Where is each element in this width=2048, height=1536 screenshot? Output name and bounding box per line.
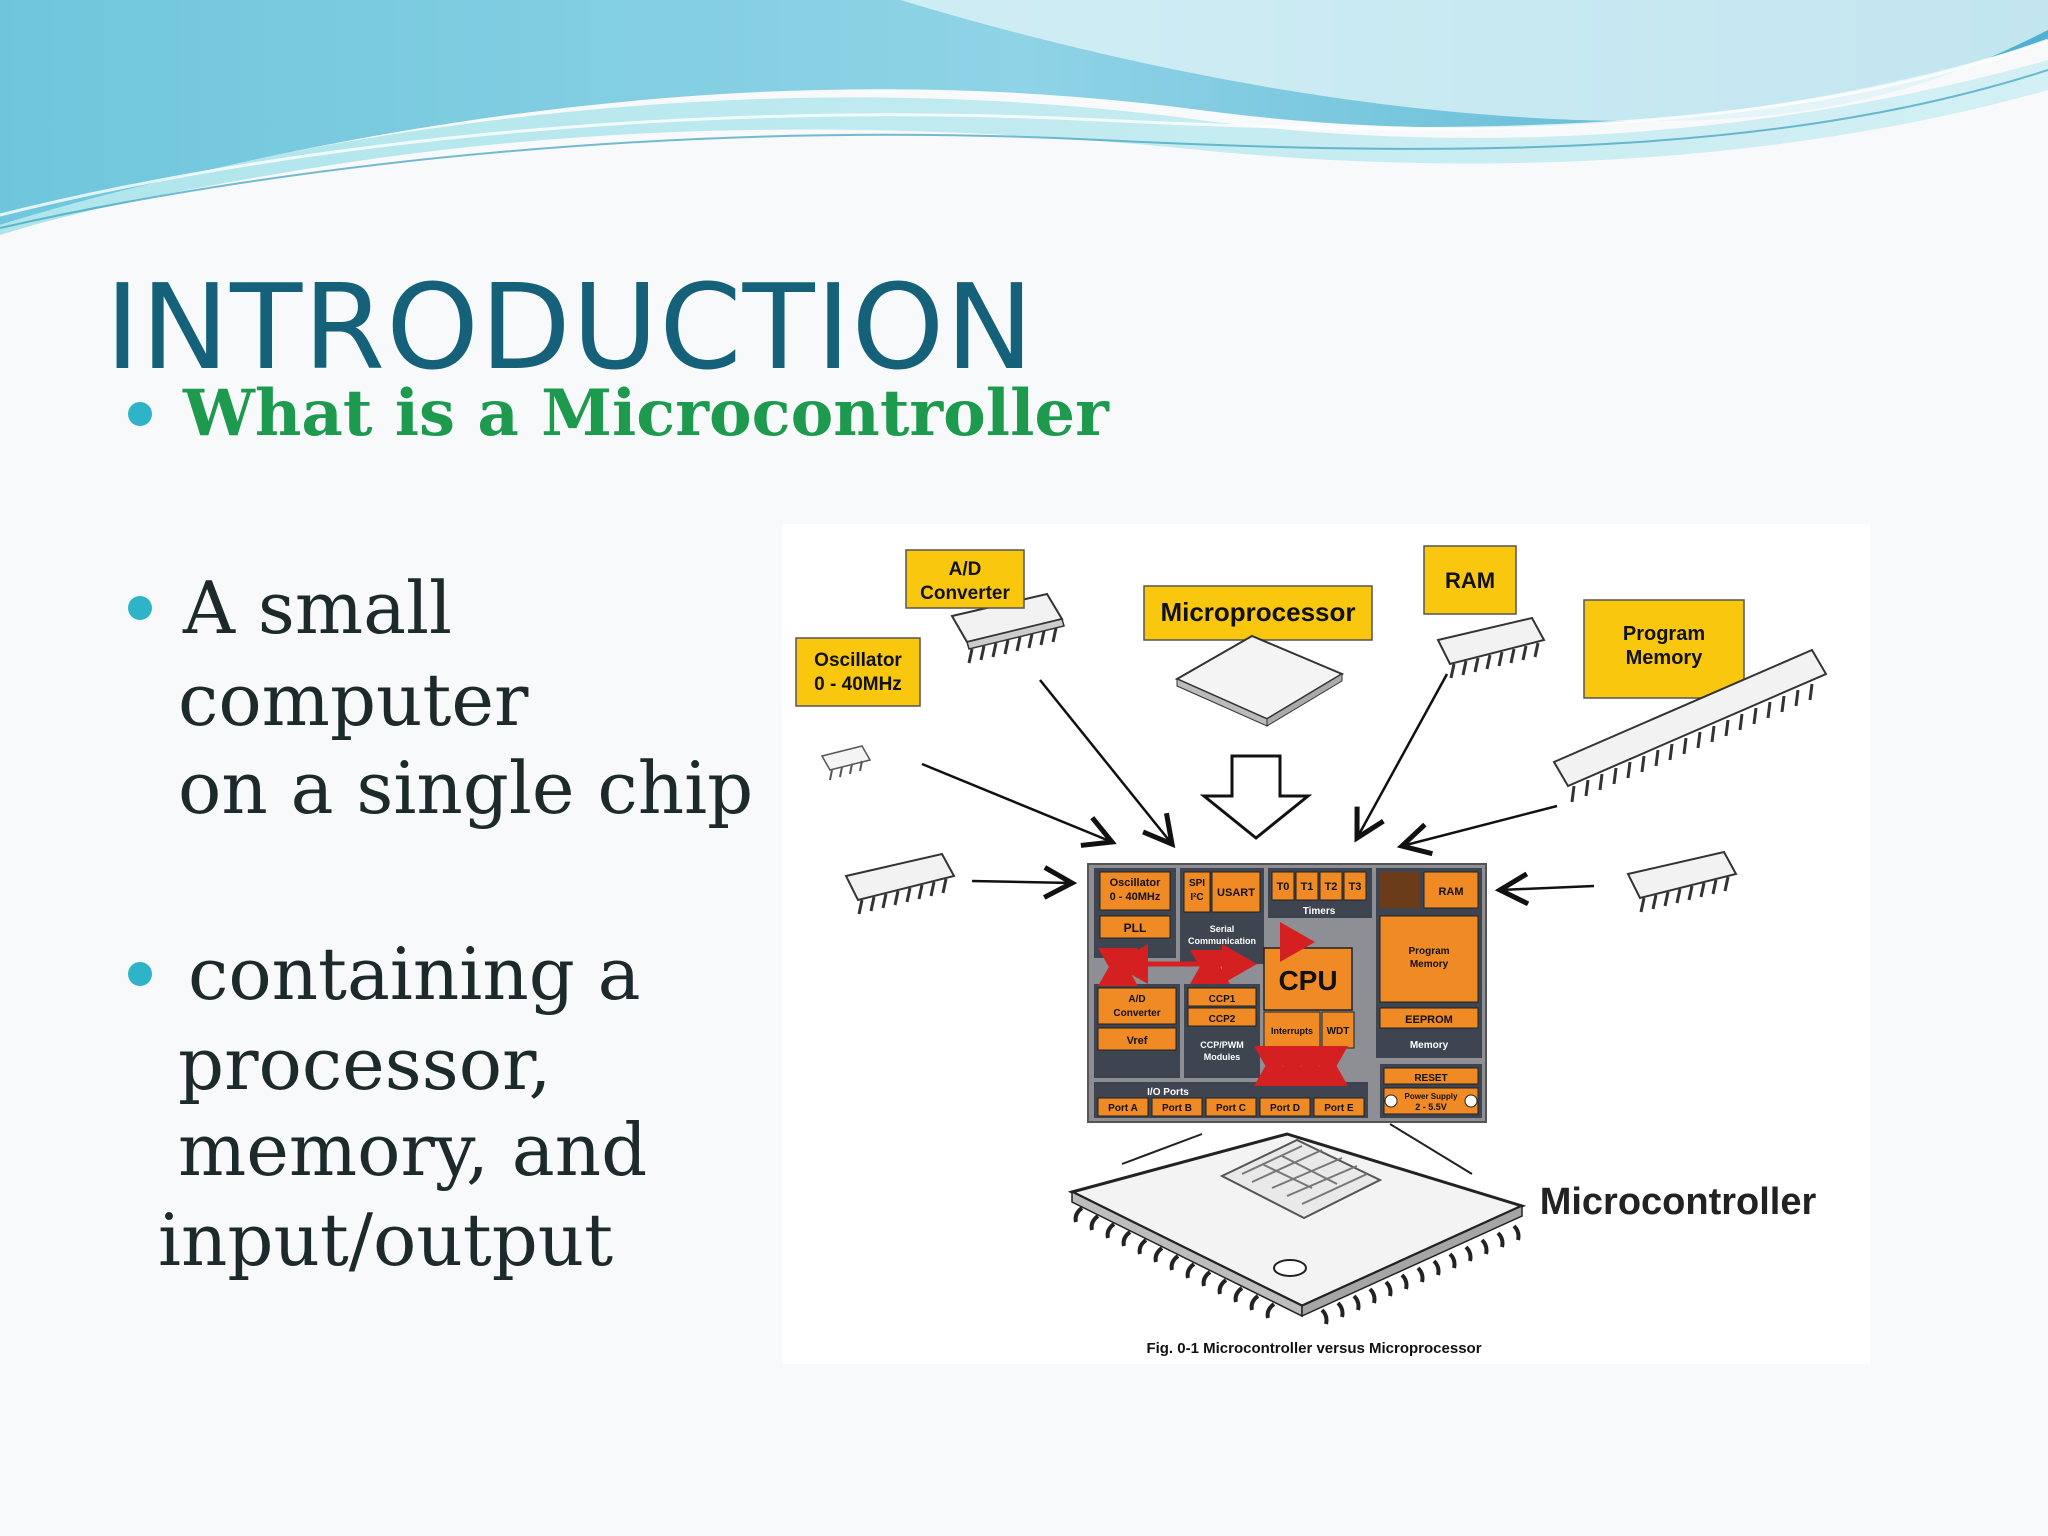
ad-converter-chip-icon xyxy=(950,592,1065,664)
board-ccp2: CCP2 xyxy=(1209,1014,1236,1025)
oscillator-line2: 0 - 40MHz xyxy=(814,674,902,695)
ad-label-line2: Converter xyxy=(920,583,1010,604)
board-t1: T1 xyxy=(1301,881,1314,893)
board-port-e: Port E xyxy=(1324,1103,1354,1114)
bullet-line: containing a xyxy=(188,932,641,1016)
board-leader-line-left xyxy=(1121,1133,1203,1165)
program-memory-line2: Memory xyxy=(1626,647,1704,669)
board-usart: USART xyxy=(1217,887,1255,899)
microprocessor-chip-icon xyxy=(1174,634,1345,727)
board-ad-line2: Converter xyxy=(1113,1008,1160,1019)
board-power-line1: Power Supply xyxy=(1405,1092,1458,1101)
board-ccp-label-line1: CCP/PWM xyxy=(1200,1040,1244,1050)
board-wdt: WDT xyxy=(1327,1026,1350,1037)
header-wave-decoration xyxy=(0,0,2048,235)
program-memory-chip-icon xyxy=(1552,648,1828,803)
board-leader-line-right xyxy=(1389,1123,1473,1175)
board-ccp1: CCP1 xyxy=(1209,994,1236,1005)
board-pll: PLL xyxy=(1124,921,1147,935)
bullet-line: input/output xyxy=(158,1198,614,1282)
bullet-line: A small xyxy=(183,566,453,650)
board-io-label: I/O Ports xyxy=(1147,1087,1189,1098)
board-interrupts: Interrupts xyxy=(1271,1026,1313,1036)
microcontroller-board: Oscillator 0 - 40MHz PLL SPI I²C USART S… xyxy=(1087,863,1487,1123)
oscillator-line1: Oscillator xyxy=(814,650,902,671)
slide-title: INTRODUCTION xyxy=(105,258,1035,396)
board-ccp-label-line2: Modules xyxy=(1204,1052,1241,1062)
ad-label-line1: A/D xyxy=(949,559,982,580)
board-t0: T0 xyxy=(1277,881,1290,893)
program-memory-line1: Program xyxy=(1623,623,1705,645)
board-t2: T2 xyxy=(1325,881,1338,893)
board-ad-line1: A/D xyxy=(1128,994,1145,1005)
oscillator-chip-icon xyxy=(820,745,872,781)
figure-caption: Fig. 0-1 Microcontroller versus Micropro… xyxy=(1146,1340,1481,1357)
board-power-line2: 2 - 5.5V xyxy=(1415,1102,1447,1112)
bullet-line: computer xyxy=(178,658,529,742)
bullet-dot xyxy=(128,596,152,620)
board-cpu: CPU xyxy=(1278,965,1337,996)
board-spi: SPI xyxy=(1189,878,1205,889)
oscillator-label: Oscillator 0 - 40MHz xyxy=(795,637,921,707)
board-port-a: Port A xyxy=(1108,1103,1138,1114)
ad-converter-label: A/D Converter xyxy=(905,549,1025,609)
microcontroller-chip-icon xyxy=(1067,1132,1527,1325)
board-serial-line2: Communication xyxy=(1188,936,1256,946)
microprocessor-label-text: Microprocessor xyxy=(1160,597,1355,627)
microprocessor-label: Microprocessor xyxy=(1143,585,1373,641)
board-timers-label: Timers xyxy=(1303,906,1336,917)
ram-label-text: RAM xyxy=(1445,568,1495,593)
board-program-line2: Memory xyxy=(1410,959,1449,970)
board-i2c: I²C xyxy=(1190,892,1203,903)
board-program-line1: Program xyxy=(1408,946,1449,957)
bullet-line: processor, xyxy=(178,1022,552,1106)
board-reset: RESET xyxy=(1414,1073,1447,1084)
ram-chip-icon xyxy=(1436,616,1546,679)
bullet-heading: What is a Microcontroller xyxy=(183,376,1109,451)
bullet-line: memory, and xyxy=(178,1108,648,1192)
board-port-d: Port D xyxy=(1270,1103,1300,1114)
microcontroller-label: Microcontroller xyxy=(1540,1181,1817,1223)
bullet-dot xyxy=(128,962,152,986)
left-chip-icon xyxy=(844,852,956,915)
microcontroller-diagram: A/D Converter Microprocessor RAM xyxy=(782,524,1870,1364)
board-osc-line2: 0 - 40MHz xyxy=(1110,891,1161,903)
right-chip-icon xyxy=(1626,850,1738,913)
down-arrow-icon xyxy=(1199,754,1313,840)
connection-arrows xyxy=(921,673,1595,890)
bullet-line: on a single chip xyxy=(178,746,754,830)
board-eeprom: EEPROM xyxy=(1405,1014,1453,1026)
board-port-b: Port B xyxy=(1162,1103,1192,1114)
board-osc-line1: Oscillator xyxy=(1110,877,1161,889)
bullet-dot xyxy=(128,402,152,426)
board-port-c: Port C xyxy=(1216,1103,1246,1114)
program-memory-label: Program Memory xyxy=(1583,599,1745,699)
board-vref: Vref xyxy=(1127,1035,1148,1047)
ram-label: RAM xyxy=(1423,545,1517,615)
board-ram: RAM xyxy=(1438,886,1463,898)
board-memory-label: Memory xyxy=(1410,1040,1449,1051)
board-serial-line1: Serial xyxy=(1210,924,1235,934)
board-t3: T3 xyxy=(1349,881,1362,893)
